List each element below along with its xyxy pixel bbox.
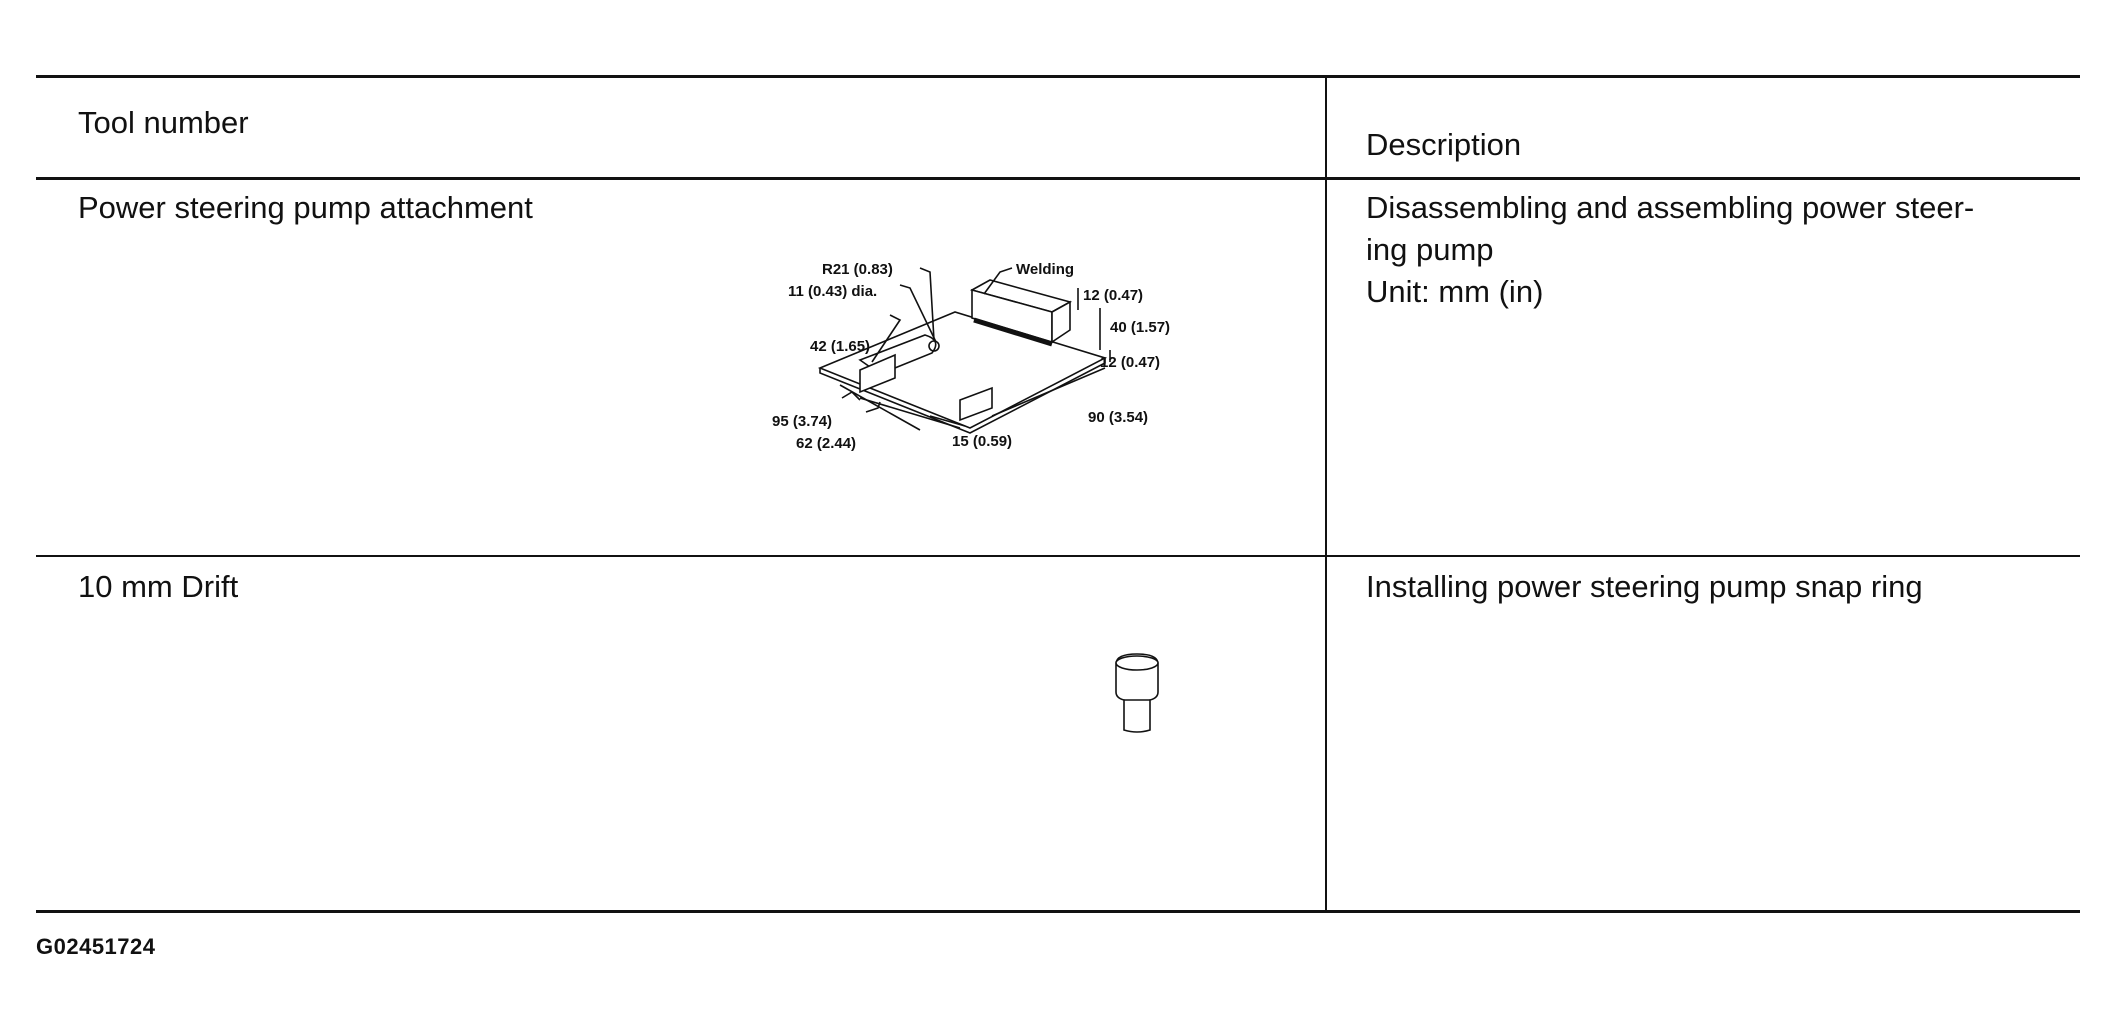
column-divider bbox=[1325, 76, 1327, 911]
figure-code: G02451724 bbox=[36, 934, 156, 959]
row-1-description-line-3: Unit: mm (in) bbox=[1366, 274, 1544, 309]
label-95: 95 (3.74) bbox=[772, 413, 832, 430]
label-12a: 12 (0.47) bbox=[1083, 287, 1143, 304]
label-90: 90 (3.54) bbox=[1088, 409, 1148, 426]
row-2-description: Installing power steering pump snap ring bbox=[1366, 566, 2066, 608]
header-tool-number: Tool number bbox=[78, 105, 249, 140]
label-40: 40 (1.57) bbox=[1110, 319, 1170, 336]
pump-attachment-drawing-icon: R21 (0.83) 11 (0.43) dia. Welding 12 (0.… bbox=[772, 261, 1170, 452]
row-1-tool: Power steering pump attachment bbox=[78, 190, 533, 225]
row-1-description-line-2: ing pump bbox=[1366, 232, 1494, 267]
header-rule bbox=[36, 177, 2080, 180]
label-62: 62 (2.44) bbox=[796, 435, 856, 452]
label-15: 15 (0.59) bbox=[952, 433, 1012, 450]
row-1-rule bbox=[36, 555, 2080, 557]
header-description: Description bbox=[1366, 127, 1522, 162]
table-bottom-rule bbox=[36, 910, 2080, 913]
label-hole: 11 (0.43) dia. bbox=[788, 283, 877, 300]
table-top-rule bbox=[36, 75, 2080, 78]
label-12b: 12 (0.47) bbox=[1100, 354, 1160, 371]
drift-drawing-icon bbox=[1115, 653, 1159, 733]
row-1-description-line-1: Disassembling and assembling power steer… bbox=[1366, 190, 1975, 225]
row-2-tool: 10 mm Drift bbox=[78, 569, 239, 604]
label-42: 42 (1.65) bbox=[810, 338, 870, 355]
row-2-description-line-1: Installing power steering pump snap ring bbox=[1366, 569, 1923, 604]
label-r21: R21 (0.83) bbox=[822, 261, 893, 278]
label-welding: Welding bbox=[1016, 261, 1074, 278]
row-1-description: Disassembling and assembling power steer… bbox=[1366, 187, 2066, 313]
